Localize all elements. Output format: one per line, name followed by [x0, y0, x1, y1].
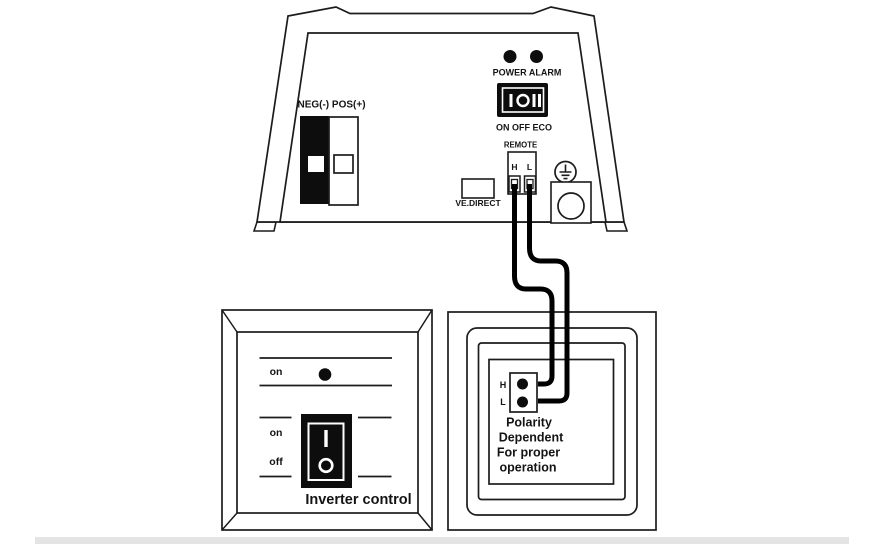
remote-wiring: [512, 184, 570, 404]
remote-pin-h-label: H: [511, 162, 517, 172]
remote-label: REMOTE: [504, 141, 537, 150]
inverter-left-foot: [252, 221, 277, 232]
remote-pin-l-label: L: [527, 162, 532, 172]
polarity-note: Polarity Dependent For proper operation: [497, 416, 564, 475]
alarm-led: [530, 50, 543, 63]
wall-connector-body: [509, 372, 538, 413]
data-port-label: VE.DIRECT: [455, 198, 501, 208]
panel-led-label: on: [270, 366, 283, 378]
wall-pin-h-label: H: [500, 380, 507, 390]
power-switch-bezel: [501, 87, 545, 113]
inverter-rear-panel: NEG(-) POS(+) POWER ALARM ON OFF ECO REM…: [252, 6, 629, 232]
frame-bevel-lines: [221, 309, 433, 531]
switch-position-eco-icon-2: [538, 94, 541, 107]
rocker-switch: [301, 414, 352, 488]
earth-icon-glyph: [559, 164, 572, 180]
pos-terminal-screw: [333, 154, 354, 174]
inverter-right-foot: [604, 221, 629, 232]
status-indicators: POWER ALARM: [493, 50, 562, 78]
wall-pin-l-label: L: [500, 397, 506, 407]
switch-position-off-icon: [516, 93, 530, 108]
data-port-socket: [461, 178, 495, 199]
polarity-note-line-4: operation: [500, 461, 557, 475]
footer-strip: [35, 537, 849, 544]
ground-terminal: [550, 160, 592, 224]
neg-terminal-screw: [308, 156, 324, 172]
wall-pin-l: [517, 396, 528, 408]
power-switch-body: [497, 83, 548, 117]
wire-h: [512, 184, 555, 387]
remote-connector: REMOTE H L: [504, 141, 537, 195]
rocker-on-label: on: [270, 427, 283, 439]
polarity-note-line-3: For proper: [497, 446, 560, 460]
power-switch: ON OFF ECO: [496, 83, 552, 133]
power-led: [503, 50, 517, 63]
rocker-off-label: off: [269, 456, 283, 468]
data-port: VE.DIRECT: [455, 178, 501, 208]
power-switch-legend: ON OFF ECO: [496, 123, 552, 133]
polarity-note-line-1: Polarity: [506, 416, 552, 430]
rocker-off-icon: [318, 457, 334, 474]
ground-lug-hole: [557, 192, 585, 220]
control-panel-title: Inverter control: [305, 492, 411, 508]
dc-terminal-block: NEG(-) POS(+): [297, 100, 366, 206]
rocker-on-icon: [324, 430, 328, 447]
switch-position-on-icon: [509, 94, 513, 107]
polarity-note-line-2: Dependent: [499, 431, 564, 445]
wire-l: [527, 184, 570, 404]
wall-plate-connector: H L: [500, 372, 538, 413]
dc-terminals-label: NEG(-) POS(+): [297, 100, 365, 111]
rocker-switch-bezel: [307, 422, 345, 481]
inverter-control-panel: on on off Inverter control: [221, 309, 433, 531]
panel-led: [318, 368, 332, 381]
indicator-label: POWER ALARM: [493, 68, 562, 78]
wall-pin-h: [517, 378, 528, 390]
switch-position-eco-icon-1: [532, 94, 536, 107]
